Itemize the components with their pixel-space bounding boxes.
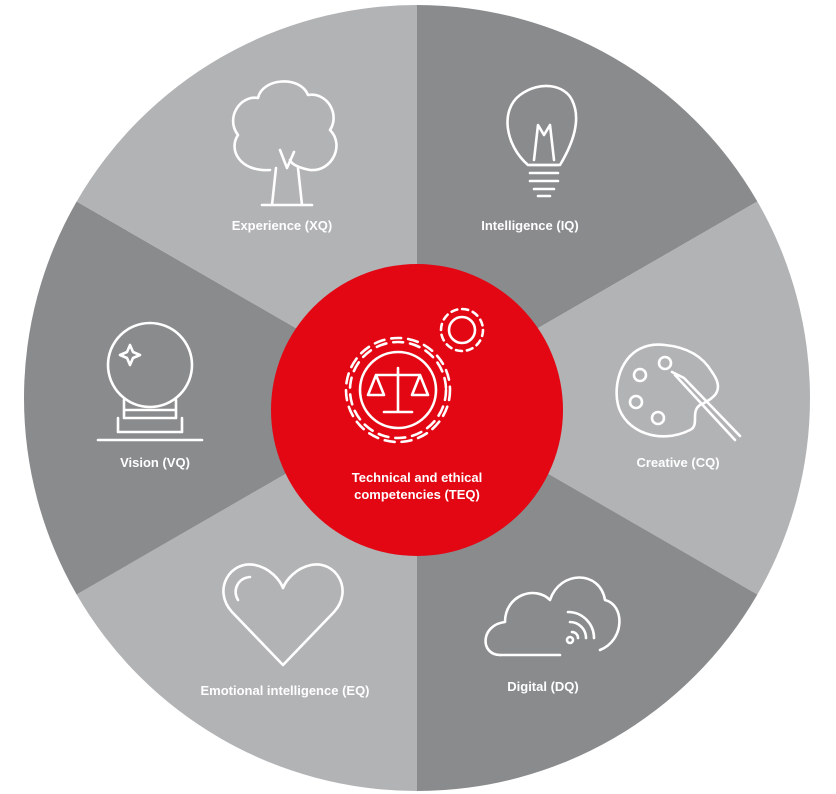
center-label-line1: Technical and ethical	[352, 470, 483, 485]
tree-icon	[231, 80, 338, 207]
segment-label-experience: Experience (XQ)	[232, 218, 332, 233]
segment-label-digital: Digital (DQ)	[507, 679, 579, 694]
wedge-vision	[23, 201, 418, 595]
cloud-icon	[484, 576, 621, 657]
heart-icon	[222, 563, 344, 667]
crystal-ball-icon	[96, 321, 204, 442]
segment-label-creative: Creative (CQ)	[636, 455, 719, 470]
segment-label-emotional: Emotional intelligence (EQ)	[200, 683, 369, 698]
palette-icon	[615, 343, 742, 442]
lightbulb-icon	[506, 84, 578, 198]
wedge-creative	[417, 201, 810, 595]
center-label-line2: competencies (TEQ)	[354, 487, 480, 502]
segment-label-vision: Vision (VQ)	[120, 455, 190, 470]
segment-label-intelligence: Intelligence (IQ)	[481, 218, 579, 233]
gear-scales-icon	[344, 307, 485, 444]
center-circle	[271, 264, 563, 556]
